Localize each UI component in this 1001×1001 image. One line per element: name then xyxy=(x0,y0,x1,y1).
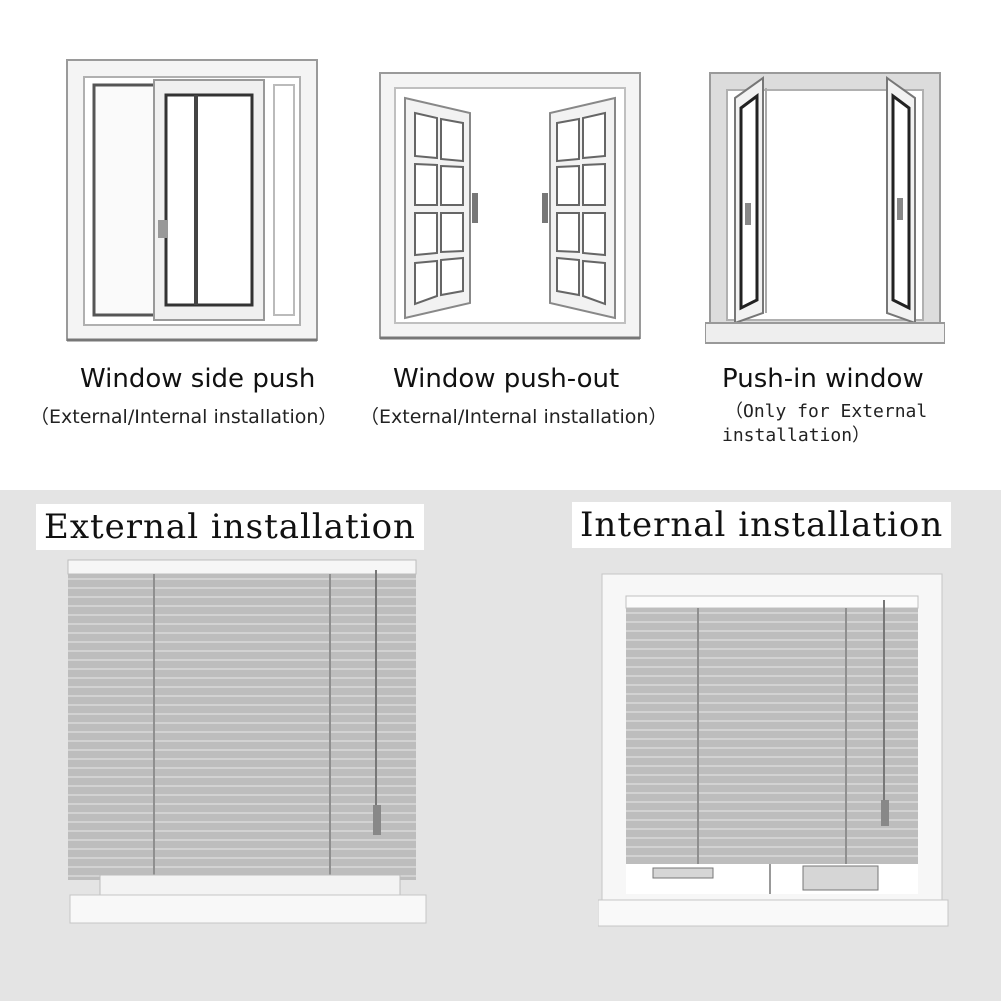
blind-slat xyxy=(68,668,416,670)
blind-slat xyxy=(626,747,918,749)
casement-window-illustration xyxy=(379,72,641,340)
blind-slat xyxy=(626,837,918,839)
external-installation-scene xyxy=(67,559,427,924)
window-push-out-title: Window push-out xyxy=(393,364,620,394)
blind-slat xyxy=(626,783,918,785)
blind-slat xyxy=(68,686,416,688)
blind-slat xyxy=(68,632,416,634)
blind-slat xyxy=(626,828,918,830)
window-push-out-subtitle: （External/Internal installation） xyxy=(360,406,668,428)
blind-slat xyxy=(626,657,918,659)
blind-slat xyxy=(68,641,416,643)
blind-slat xyxy=(626,720,918,722)
blind-slat xyxy=(68,803,416,805)
window-side-push-subtitle: （External/Internal installation） xyxy=(30,406,338,428)
blind-slat xyxy=(68,623,416,625)
window-types-panel: Window side push （External/Internal inst… xyxy=(0,0,1001,490)
blind-slat xyxy=(626,621,918,623)
blind-slat xyxy=(626,666,918,668)
blind-slat xyxy=(626,738,918,740)
blind-slat xyxy=(626,648,918,650)
blind-slat xyxy=(626,801,918,803)
blind-slat xyxy=(626,684,918,686)
blind-slat xyxy=(68,605,416,607)
window-side-push-title: Window side push xyxy=(80,364,316,394)
blind-slat xyxy=(68,695,416,697)
blind-slat xyxy=(626,792,918,794)
blind-slat xyxy=(68,704,416,706)
blind-slat xyxy=(68,650,416,652)
blind-slat xyxy=(68,776,416,778)
blind-slat xyxy=(68,731,416,733)
push-in-window-illustration xyxy=(705,72,945,344)
blind-slat xyxy=(68,596,416,598)
push-in-window-title: Push-in window xyxy=(722,364,924,394)
blind-slat xyxy=(626,846,918,848)
blind-slat xyxy=(626,675,918,677)
blind-slat xyxy=(68,785,416,787)
blind-slat xyxy=(626,729,918,731)
installation-panel: External installation Internal installat… xyxy=(0,490,1001,1001)
blind-slat xyxy=(68,578,416,580)
blind-slat xyxy=(68,713,416,715)
blind-slat xyxy=(68,830,416,832)
blind-slat xyxy=(68,740,416,742)
blind-slat xyxy=(626,819,918,821)
blind-slat xyxy=(626,630,918,632)
blind-slat xyxy=(626,702,918,704)
blind-slat xyxy=(68,812,416,814)
blind-slat xyxy=(68,767,416,769)
blind-slat xyxy=(626,765,918,767)
blind-slat xyxy=(68,848,416,850)
blind-slat xyxy=(626,612,918,614)
blind-slat xyxy=(626,756,918,758)
internal-installation-scene xyxy=(598,573,949,927)
blind-slat xyxy=(68,749,416,751)
blind-slat xyxy=(68,587,416,589)
sliding-window-illustration xyxy=(66,59,318,342)
push-in-window-subtitle-line2: installation） xyxy=(722,425,871,446)
blind-slat xyxy=(626,711,918,713)
blind-slat xyxy=(626,693,918,695)
external-installation-label: External installation xyxy=(36,504,424,550)
blind-slat xyxy=(68,722,416,724)
internal-installation-label: Internal installation xyxy=(572,502,952,548)
blind-slat xyxy=(68,866,416,868)
blind-slat xyxy=(626,774,918,776)
blind-slat xyxy=(68,821,416,823)
blind-slat xyxy=(68,758,416,760)
blind-slat xyxy=(68,614,416,616)
blind-slat xyxy=(626,810,918,812)
blind-slat xyxy=(68,839,416,841)
blind-slat xyxy=(626,855,918,857)
blind-slat xyxy=(68,794,416,796)
blind-slat xyxy=(626,639,918,641)
push-in-window-subtitle-line1: （Only for External xyxy=(725,401,928,422)
blind-slat xyxy=(68,677,416,679)
blind-slat xyxy=(68,857,416,859)
blind-slat xyxy=(68,659,416,661)
